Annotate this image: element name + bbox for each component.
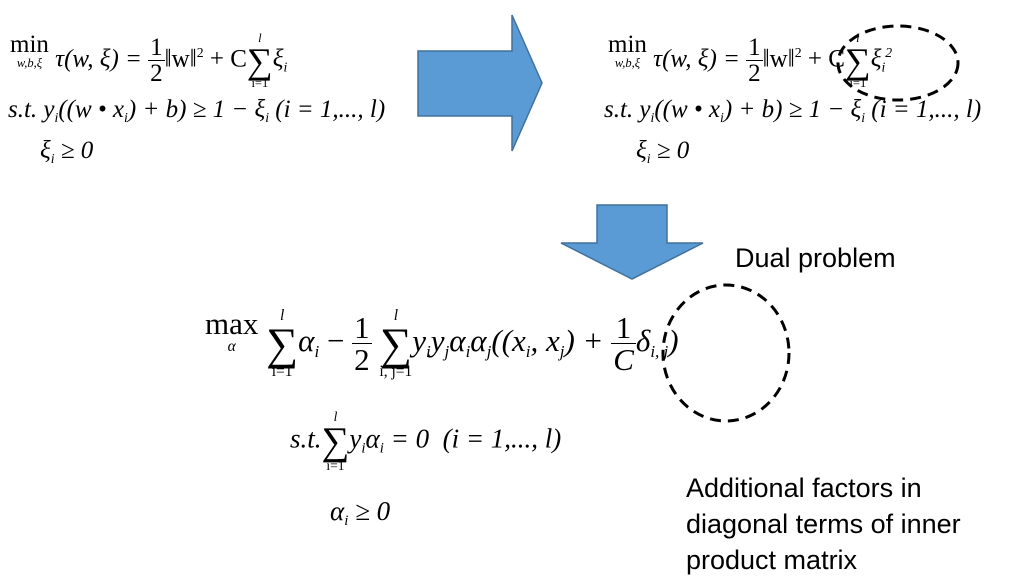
sum-operator: l∑i=1 [246, 31, 273, 91]
objective-lhs: τ(w, ξ) = [55, 45, 142, 73]
sum-operator-2: l∑i, j=1 [379, 307, 413, 380]
plus-c: + C [209, 45, 247, 73]
down-arrow [560, 204, 704, 280]
sum-operator-1: l∑i=1 [266, 307, 299, 380]
note-text: Additional factors in diagonal terms of … [686, 470, 961, 578]
sum-operator-3: l∑i=1 [321, 409, 350, 473]
primal-right-constraint-1: s.t. yi((w • xi) + b) ≥ 1 − ξi (i = 1,..… [604, 96, 982, 125]
squared-slack-term: ξ [870, 45, 882, 73]
note-line-3: product matrix [686, 545, 858, 575]
primal-right-constraint-2: ξi ≥ 0 [636, 137, 690, 166]
right-arrow [417, 14, 543, 152]
norm-w: ‖w‖ [164, 45, 197, 73]
dashed-circle-top [836, 24, 960, 102]
dashed-circle-dual [661, 283, 791, 423]
note-line-2: diagonal terms of inner [686, 509, 961, 539]
sum-operator: l∑i=1 [844, 31, 871, 91]
primal-left-constraint-2: ξi ≥ 0 [40, 137, 94, 166]
primal-left-constraint-1: s.t. yi((w • xi) + b) ≥ 1 − ξi (i = 1,..… [8, 96, 386, 125]
dual-problem-label: Dual problem [735, 243, 896, 273]
kronecker-delta: δ [635, 322, 651, 358]
note-line-1: Additional factors in [686, 473, 922, 503]
slack-term: ξ [272, 45, 284, 73]
dual-constraint-2: αi ≥ 0 [330, 496, 391, 530]
